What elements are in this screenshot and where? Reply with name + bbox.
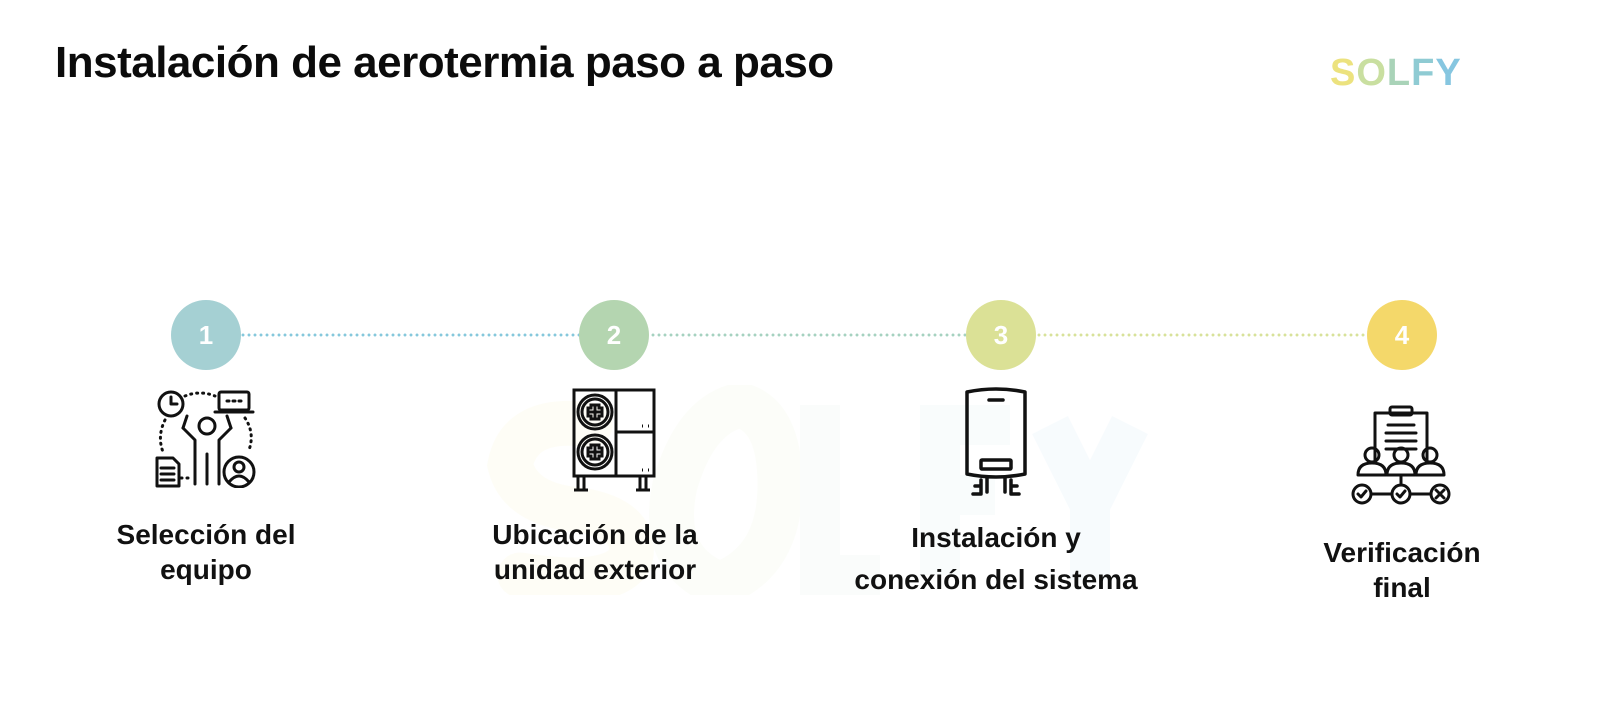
step-4-number: 4 (1394, 319, 1410, 350)
step-1-number: 1 (198, 319, 214, 350)
step-1-label: Selección del equipo (36, 517, 376, 587)
water-heater-tank-icon (965, 387, 1027, 496)
step-1-label-line-1: Selección del (116, 519, 296, 550)
solfy-logo: S O L F Y (1330, 52, 1462, 95)
planning-person-icon (155, 390, 256, 488)
step-2-label: Ubicación de la unidad exterior (425, 517, 765, 587)
connector-1-2 (240, 333, 580, 337)
step-4-label: Verificación final (1232, 535, 1572, 605)
connector-2-3 (650, 333, 968, 337)
logo-letter-s: S (1330, 52, 1357, 94)
connector-3-4 (1036, 333, 1372, 337)
step-4-label-line-1: Verificación (1323, 537, 1481, 568)
logo-letter-f: F (1411, 52, 1436, 94)
step-2-label-line-2: unidad exterior (493, 554, 697, 585)
step-3-label-line-1: Instalación y (911, 522, 1081, 553)
step-2-label-line-1: Ubicación de la (492, 519, 698, 550)
step-2-number: 2 (606, 319, 622, 350)
step-3-label: Instalación y conexión del sistema (826, 517, 1166, 601)
step-1-badge: 1 (171, 300, 241, 370)
step-4-label-line-2: final (1373, 572, 1431, 603)
step-3-badge: 3 (966, 300, 1036, 370)
step-2-badge: 2 (579, 300, 649, 370)
outdoor-heat-pump-unit-icon (572, 388, 656, 492)
checklist-team-verification-icon (1351, 405, 1451, 505)
step-3-label-line-2: conexión del sistema (854, 564, 1138, 595)
step-3-number: 3 (993, 319, 1009, 350)
step-4-badge: 4 (1367, 300, 1437, 370)
step-1-label-line-2: equipo (160, 554, 252, 585)
logo-letter-o: O (1356, 52, 1387, 94)
page-title: Instalación de aerotermia paso a paso (55, 38, 834, 87)
logo-letter-y: Y (1435, 52, 1462, 94)
logo-letter-l: L (1386, 52, 1412, 94)
